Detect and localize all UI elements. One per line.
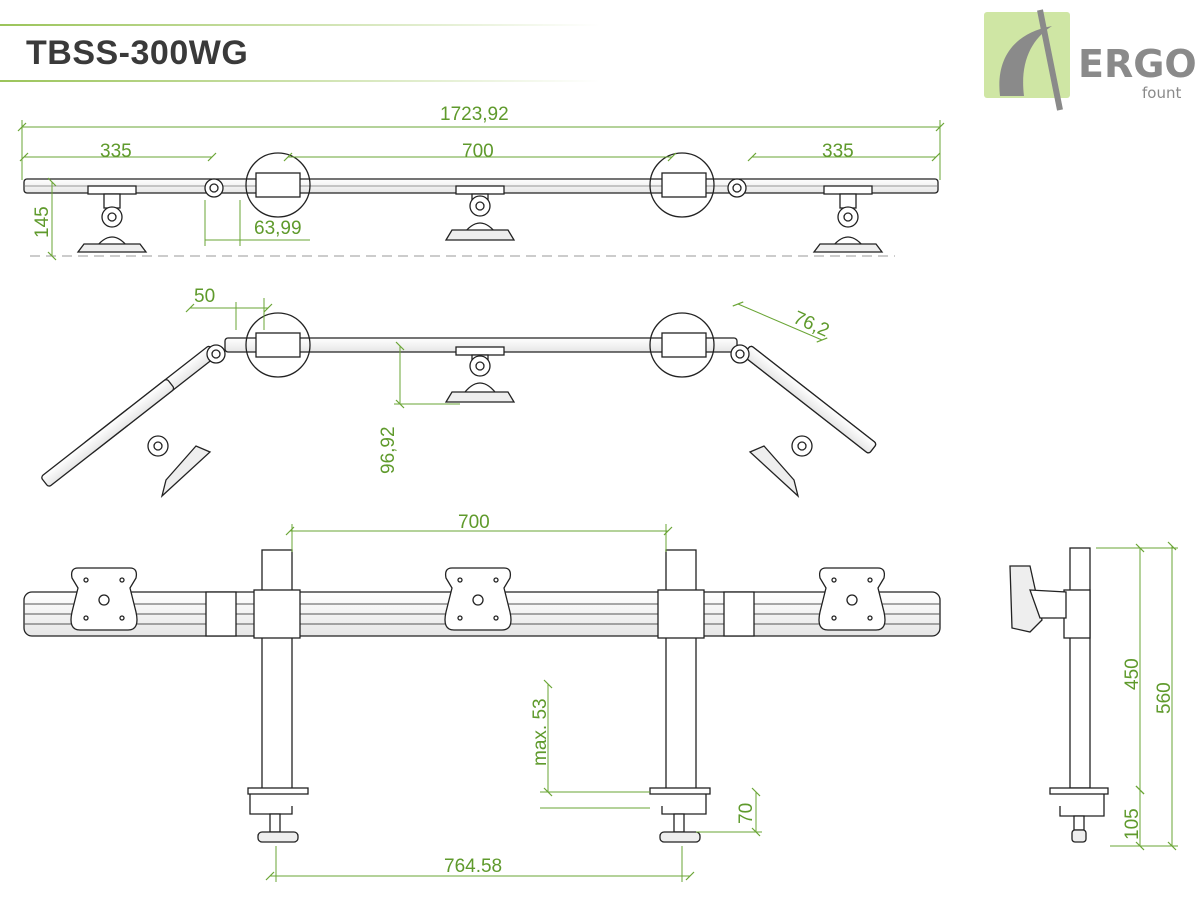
- pole-left: [261, 549, 293, 791]
- logo-word: ERGO: [1078, 42, 1197, 86]
- dim-front-center: 700: [458, 512, 490, 533]
- dim-side-450: 450: [1122, 658, 1143, 690]
- front-view: [23, 549, 941, 843]
- page-title: TBSS-300WG: [26, 34, 249, 72]
- top-view: [23, 152, 939, 257]
- angled-mount-right: [748, 435, 813, 498]
- front-view-dimensions: [265, 524, 762, 882]
- angled-joint-circle-left: [245, 312, 311, 378]
- side-view: [1009, 547, 1109, 843]
- top-view-dimensions: [17, 120, 945, 261]
- dim-arm-width: 76,2: [790, 307, 832, 341]
- dim-overall-width: 1723,92: [440, 104, 509, 125]
- joint-circle-left: [245, 152, 311, 218]
- side-clamp: [1049, 787, 1109, 843]
- clamp-left: [247, 787, 309, 843]
- joint-circle-right: [649, 152, 715, 218]
- logo-subword: fount: [1142, 84, 1181, 102]
- dim-side-105: 105: [1122, 808, 1143, 840]
- side-vesa-plate: [1009, 565, 1043, 633]
- mount-head-right: [812, 185, 884, 253]
- vesa-plate-center: [444, 567, 512, 631]
- mount-head-left: [76, 185, 148, 253]
- joint-block-left: [255, 172, 301, 198]
- angled-rail-right: [743, 345, 877, 454]
- angled-hinge-left-icon: [206, 344, 226, 364]
- dim-joint-offset: 63,99: [254, 218, 302, 239]
- dim-arm-offset: 50: [194, 286, 215, 307]
- joint-block-right: [661, 172, 707, 198]
- angled-joint-circle-right: [649, 312, 715, 378]
- title-rule-top: [0, 24, 600, 26]
- logo-swoosh-icon: [999, 26, 1052, 96]
- side-pole: [1069, 547, 1091, 789]
- dim-depth: 96,92: [378, 426, 399, 474]
- angled-view-dimensions: [185, 298, 828, 409]
- dim-side-560: 560: [1154, 682, 1175, 714]
- angled-mount-center: [444, 346, 516, 403]
- side-view-dimensions: [1096, 541, 1178, 851]
- pole-right: [665, 549, 697, 791]
- angled-rail-left: [41, 345, 217, 487]
- dim-clamp-max: max. 53: [530, 698, 551, 766]
- vesa-plate-right: [818, 567, 886, 631]
- ergofount-logo: ERGO fount: [984, 9, 1197, 111]
- dim-side-left: 335: [100, 141, 132, 162]
- title-rule-bottom: [0, 80, 600, 82]
- hinge-left-icon: [204, 178, 224, 198]
- vesa-plate-left: [70, 567, 138, 631]
- mount-head-center: [444, 185, 516, 241]
- dim-center-top: 700: [462, 141, 494, 162]
- dim-clamp-height: 70: [736, 803, 757, 824]
- front-connector-2: [723, 591, 755, 637]
- logo-stroke: [1037, 9, 1063, 111]
- dim-height: 145: [32, 206, 53, 238]
- angled-mount-left: [147, 435, 212, 498]
- clamp-right: [649, 787, 711, 843]
- angled-hinge-right-icon: [730, 344, 750, 364]
- angled-view: [41, 312, 877, 498]
- hinge-right-icon: [727, 178, 747, 198]
- dim-pole-spacing: 764.58: [444, 856, 502, 877]
- dim-side-right: 335: [822, 141, 854, 162]
- front-connector-1: [205, 591, 237, 637]
